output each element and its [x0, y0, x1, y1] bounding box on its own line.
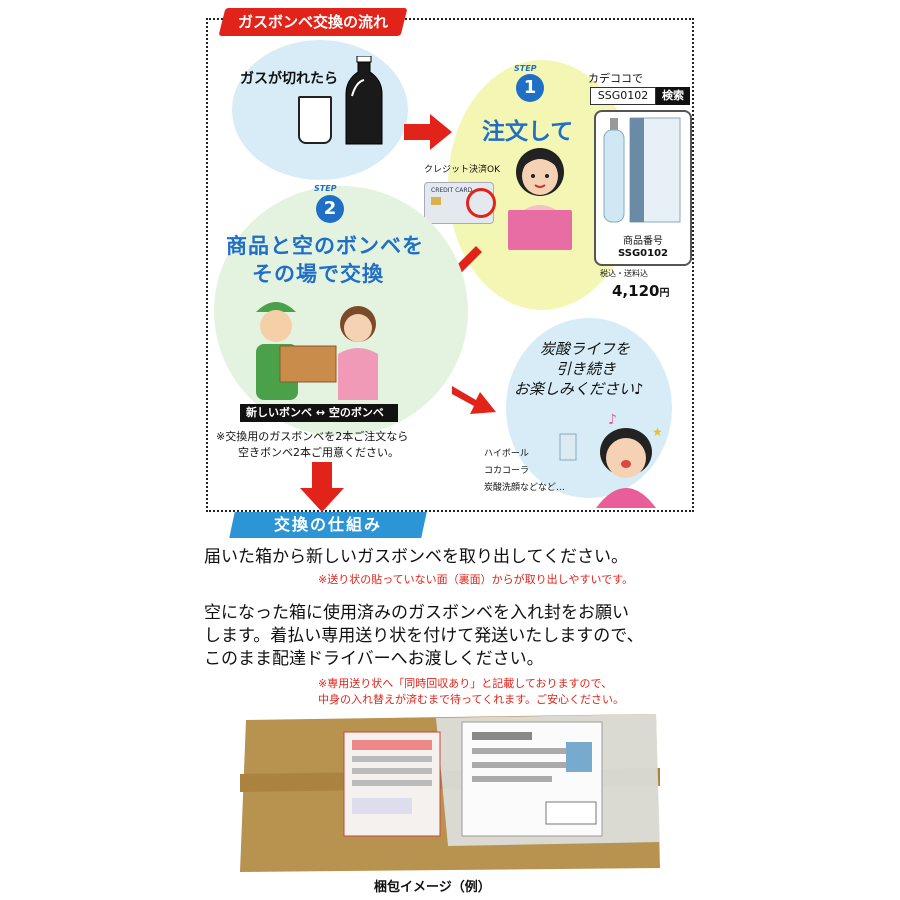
search-code-box[interactable]: SSG0102	[590, 87, 656, 105]
flow-title: ガスボンベ交換の流れ	[238, 13, 389, 31]
step2-number: 2	[323, 198, 337, 219]
woman-laptop-icon	[508, 148, 572, 250]
mechanism-title-tag: 交換の仕組み	[229, 512, 427, 538]
search-button[interactable]: 検索	[656, 87, 690, 105]
step2-note-line1: ※交換用のガスボンベを2本ご注文なら	[216, 430, 409, 443]
drink-3: 炭酸洗顔などなど…	[484, 483, 565, 493]
credit-ok-text: クレジット決済OK	[424, 165, 500, 175]
step2-word: STEP	[314, 184, 337, 193]
step2-line1: 商品と空のボンベを	[226, 234, 424, 258]
delivery-exchange-icon	[256, 302, 378, 400]
step3-line2: 引き続き	[556, 360, 617, 378]
price-note: 税込・送料込	[600, 269, 648, 278]
product-code: SSG0102	[618, 248, 668, 259]
svg-text:★: ★	[652, 425, 663, 439]
gas-cylinder-icon	[603, 117, 681, 223]
step3-line3: お楽しみください♪	[514, 380, 644, 398]
svg-text:♪: ♪	[608, 412, 617, 428]
product-label: 商品番号	[623, 236, 663, 247]
note-1: ※送り状の貼っていない面（裏面）からが取り出しやすいです。	[318, 573, 634, 586]
price-value: 4,120	[612, 282, 660, 300]
instruction-1: 届いた箱から新しいガスボンベを取り出してください。	[204, 547, 628, 567]
out-of-gas-text: ガスが切れたら	[240, 71, 338, 87]
drink-list: ハイボール コカコーラ 炭酸洗顔などなど…	[484, 446, 565, 497]
instruction-2-line1: 空になった箱に使用済みのガスボンベを入れ封をお願い	[204, 603, 629, 623]
step1-number: 1	[523, 77, 537, 98]
card-brand: CREDIT CARD	[431, 187, 473, 194]
step1-label: 注文して	[482, 119, 574, 145]
note-2-line2: 中身の入れ替えが済むまで待ってくれます。ご安心ください。	[318, 693, 625, 706]
exchange-badge: 新しいボンベ ↔ 空のボンベ	[240, 404, 398, 422]
drink-2: コカコーラ	[484, 466, 530, 476]
girl-drinking-icon: ♪ ★	[559, 412, 663, 508]
step2-note-line2: 空きボンベ2本ご用意ください。	[238, 446, 399, 459]
flow-frame	[206, 18, 694, 512]
arrow-down-icon	[300, 462, 344, 512]
step1-number-badge: 1	[516, 74, 544, 102]
step2-number-badge: 2	[316, 195, 344, 223]
drink-1: ハイボール	[484, 449, 529, 459]
instruction-2-line2: します。着払い専用送り状を付けて発送いたしますので、	[204, 626, 644, 646]
step2-line2: その場で交換	[252, 262, 384, 286]
price: 4,120円	[612, 282, 669, 300]
product-card: 商品番号 SSG0102	[594, 110, 692, 266]
exchange-arrow: ↔	[315, 406, 326, 419]
note-2-line1: ※専用送り状へ「同時回収あり」と記載しておりますので、	[318, 677, 613, 690]
instruction-2-line3: このまま配達ドライバーへお渡しください。	[204, 649, 544, 669]
instruction-2: 空になった箱に使用済みのガスボンベを入れ封をお願い します。着払い専用送り状を付…	[204, 602, 724, 671]
arrow-right-2-icon	[452, 386, 496, 414]
step1-word: STEP	[514, 64, 537, 73]
flow-title-tag: ガスボンベ交換の流れ	[218, 8, 408, 36]
exchange-empty: 空のボンベ	[328, 406, 384, 419]
card-highlight-circle	[466, 188, 496, 218]
shop-prefix: カデココで	[588, 72, 643, 85]
package-photo	[236, 712, 664, 876]
price-unit: 円	[659, 288, 670, 299]
package-caption: 梱包イメージ（例）	[374, 880, 491, 895]
cup-icon	[298, 96, 332, 144]
mechanism-title: 交換の仕組み	[273, 515, 382, 534]
arrow-right-icon	[404, 114, 452, 150]
bottle-icon	[340, 55, 388, 152]
step3-line1: 炭酸ライフを	[540, 340, 631, 358]
exchange-new: 新しいボンベ	[246, 406, 312, 419]
